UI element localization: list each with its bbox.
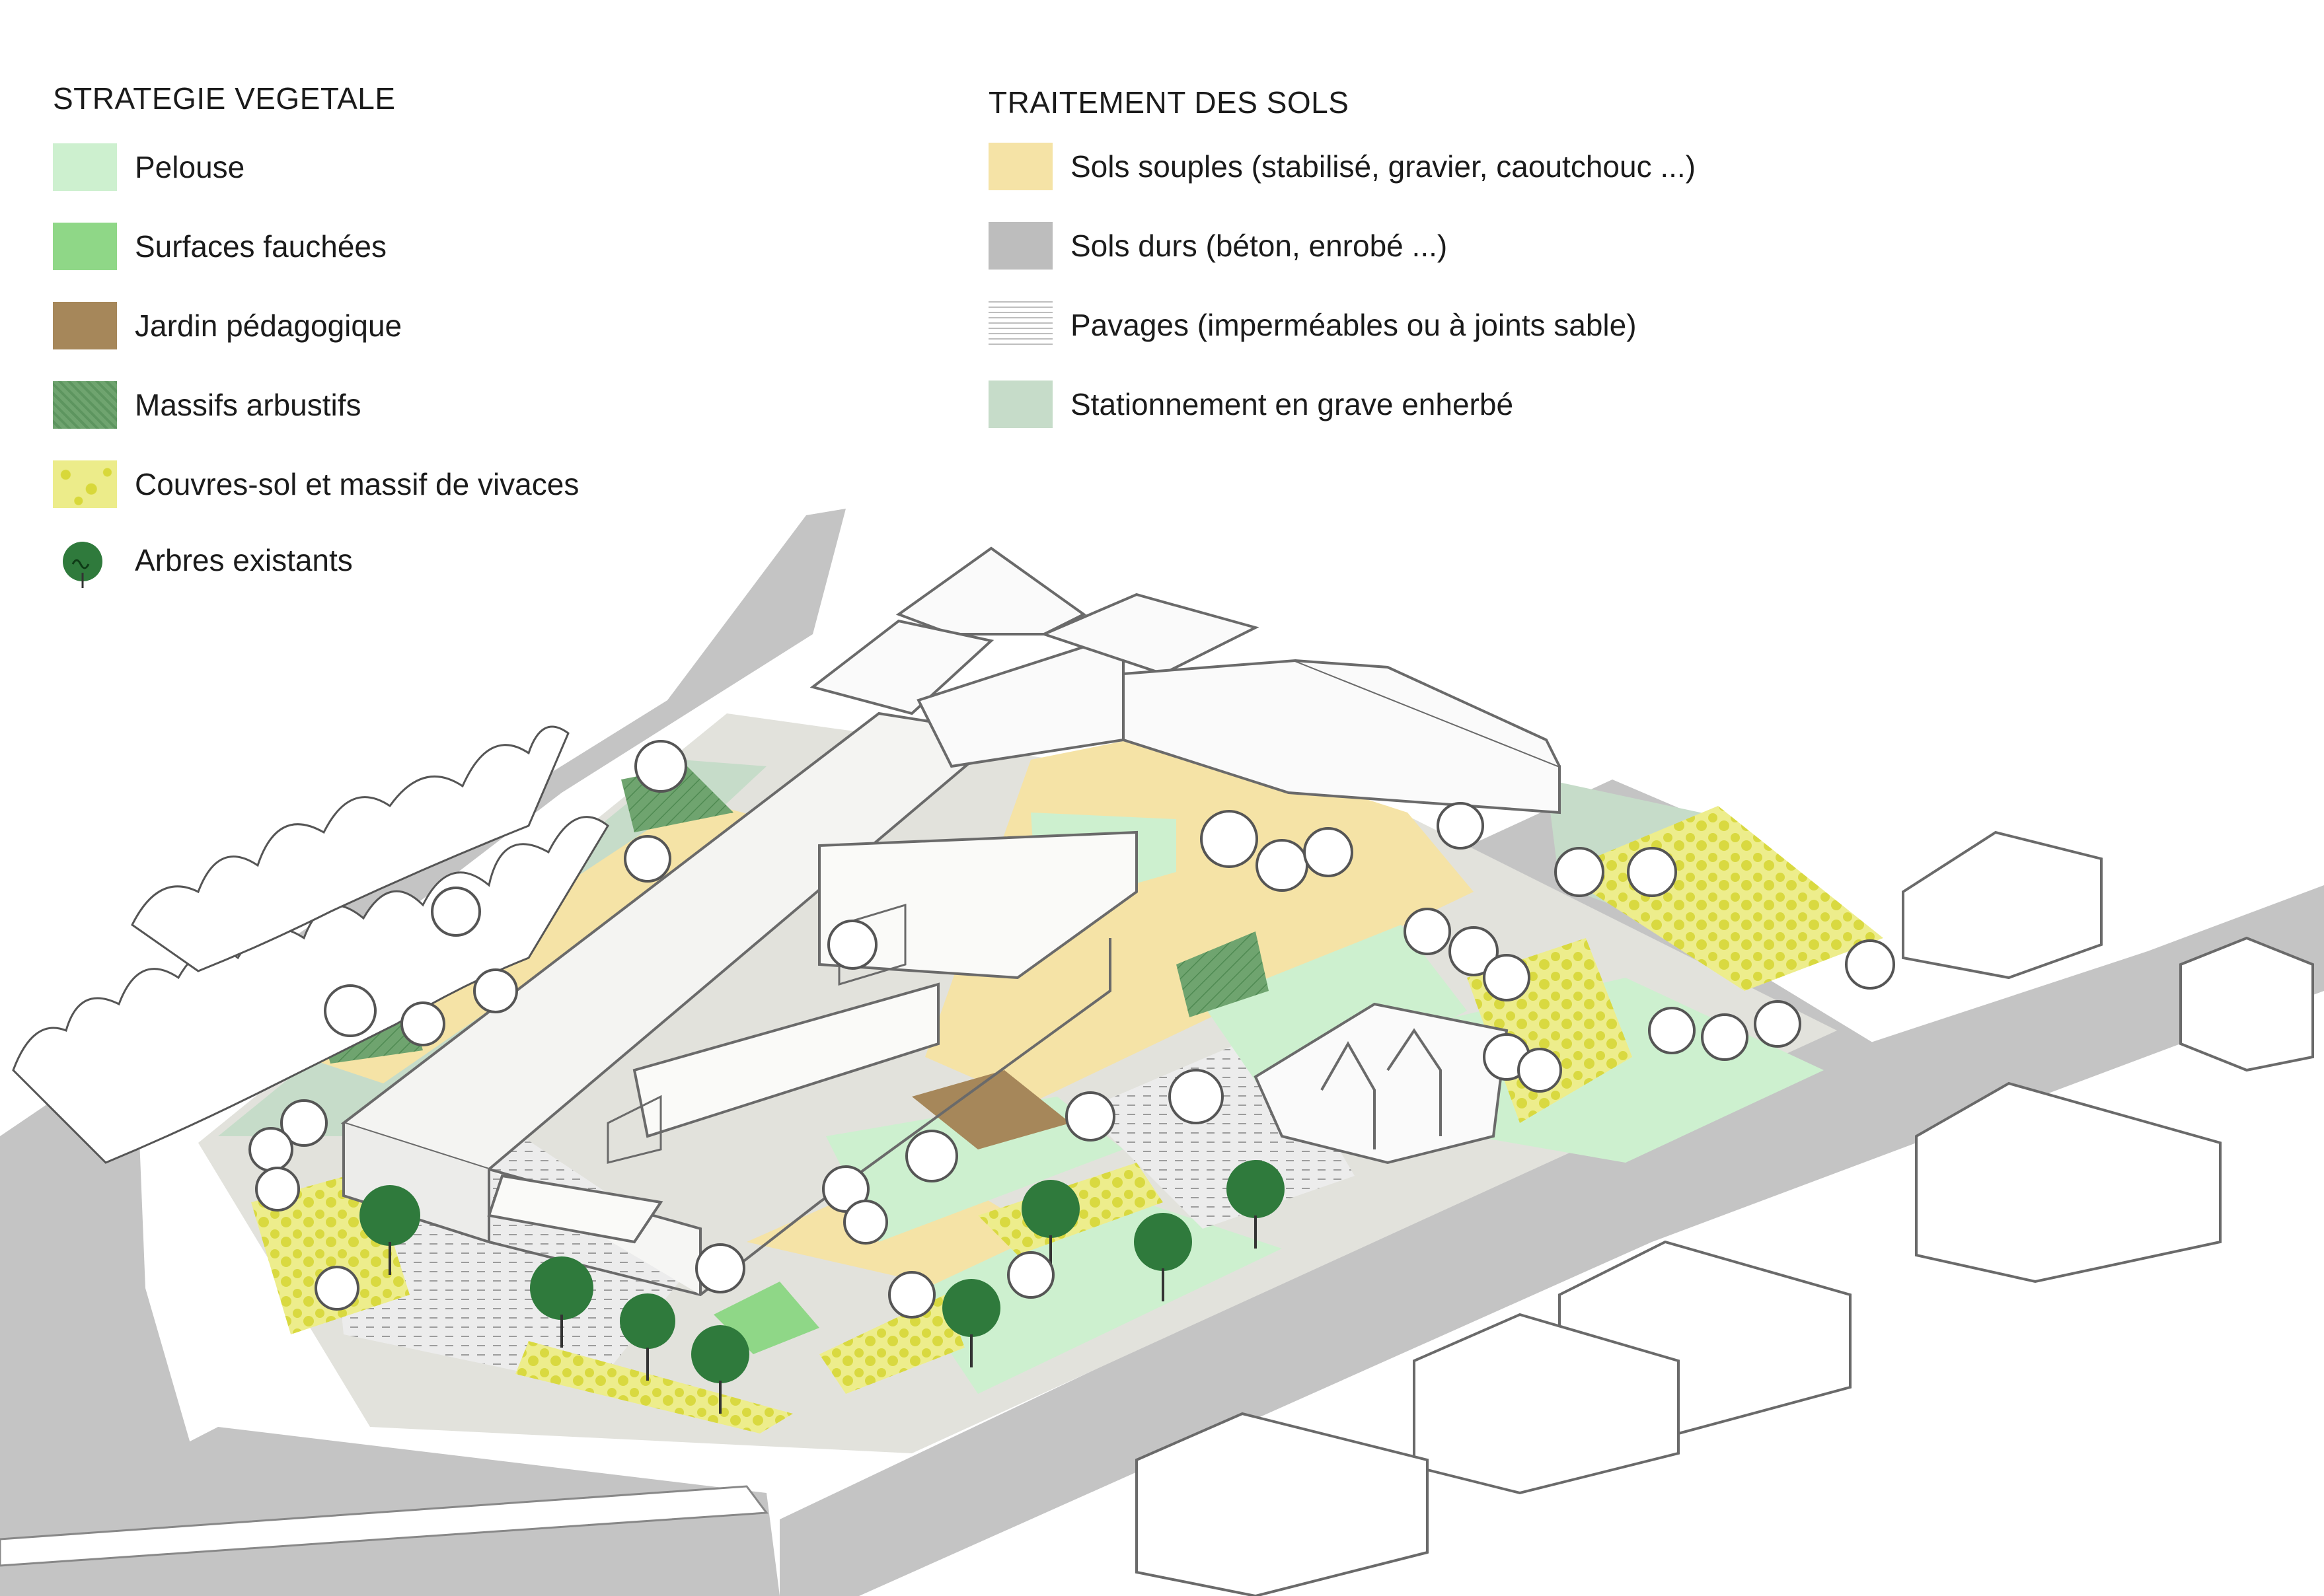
tree-icon [530,1256,593,1348]
legend-item-arbres-existants: Arbres existants [53,536,353,588]
legend-item-jardin-pedagogique: Jardin pédagogique [53,302,402,349]
tree-icon [1134,1213,1192,1301]
tree-icon [1226,1160,1285,1249]
ground-surfaces [198,713,1883,1453]
jardin-pedagogique-swatch [53,302,117,349]
legend-title: STRATEGIE VEGETALE [53,81,396,116]
legend-label: Couvres-sol et massif de vivaces [135,467,580,501]
tree-icon [942,1279,1000,1367]
legend-label: Stationnement en grave enherbé [1070,387,1514,421]
legend-item-massifs-arbustifs: Massifs arbustifs [53,381,361,429]
couvres-sol-swatch [53,460,117,508]
right-buildings [1135,830,2314,1596]
pavages-swatch [989,301,1053,349]
new-trees [248,740,1895,1319]
legend-label: Sols souples (stabilisé, gravier, caoutc… [1070,149,1696,184]
massifs-arbustifs-swatch [53,381,117,429]
sols-souples-swatch [989,143,1053,190]
legend-item-sols-souples: Sols souples (stabilisé, gravier, caoutc… [989,143,1696,190]
small-house [1254,1002,1509,1165]
top-buildings [809,546,1561,815]
legend-item-pavages: Pavages (imperméables ou à joints sable) [989,301,1637,349]
tree-icon [53,536,117,588]
existing-trees [359,1160,1285,1414]
pelouse-swatch [53,143,117,191]
sols-durs-swatch [989,222,1053,270]
legend-title: TRAITEMENT DES SOLS [989,85,1349,120]
legend-label: Surfaces fauchées [135,229,387,264]
stationnement-swatch [989,381,1053,428]
tree-icon [691,1325,749,1414]
legend-label: Sols durs (béton, enrobé ...) [1070,229,1448,263]
legend-label: Pelouse [135,150,245,184]
legend-strategie-vegetale: STRATEGIE VEGETALE Pelouse Surfaces fauc… [53,81,912,609]
surfaces-fauchees-swatch [53,223,117,270]
tree-icon [359,1185,420,1275]
legend-item-pelouse: Pelouse [53,143,244,191]
legend-label: Arbres existants [135,543,353,577]
legend-item-couvres-sol: Couvres-sol et massif de vivaces [53,460,579,508]
legend-label: Jardin pédagogique [135,308,402,343]
legend-item-stationnement: Stationnement en grave enherbé [989,381,1513,428]
legend-item-sols-durs: Sols durs (béton, enrobé ...) [989,222,1447,270]
school-building [340,711,1138,1297]
legend-traitement-des-sols: TRAITEMENT DES SOLS Sols souples (stabil… [989,85,1914,454]
legend-label: Pavages (imperméables ou à joints sable) [1070,308,1637,342]
legend-label: Massifs arbustifs [135,388,361,422]
tree-icon [620,1293,675,1381]
legend-item-surfaces-fauchees: Surfaces fauchées [53,223,387,270]
